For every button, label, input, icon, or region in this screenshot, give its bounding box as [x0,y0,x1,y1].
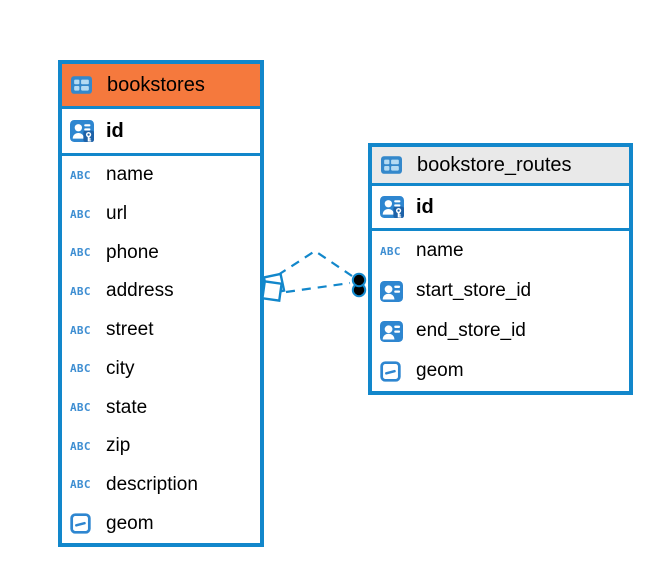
text-type-icon: ABC [70,323,91,337]
table-bookstores-header[interactable]: bookstores [62,64,260,109]
text-type-icon: ABC [70,362,91,376]
column-name: state [106,396,148,418]
table-bookstore-routes[interactable]: bookstore_routes id ABC name start_store… [368,143,633,395]
text-type-icon: ABC [70,207,91,221]
primary-key-icon [70,120,97,142]
table-title: bookstores [107,73,205,96]
column-row-geom[interactable]: geom [62,504,260,543]
column-row-name[interactable]: ABC name [372,231,629,271]
column-list: ABC name start_store_id end_store_id ge [372,231,629,391]
table-icon [71,76,98,94]
geometry-type-icon [380,361,407,382]
geometry-type-icon [70,513,97,534]
column-row-phone[interactable]: ABC phone [62,233,260,272]
table-bookstores[interactable]: bookstores id ABC name ABC url ABC phone… [58,60,264,547]
text-type-icon: ABC [70,439,91,453]
foreign-key-icon [380,321,407,342]
column-row-state[interactable]: ABC state [62,388,260,427]
column-row-id[interactable]: id [372,186,629,231]
table-bookstore-routes-header[interactable]: bookstore_routes [372,147,629,186]
column-name: name [416,240,464,261]
column-name: start_store_id [416,280,532,301]
foreign-key-icon [380,281,407,302]
text-type-icon: ABC [70,168,91,182]
relationship-source-marker[interactable] [261,272,286,302]
column-row-name[interactable]: ABC name [62,156,260,195]
column-row-url[interactable]: ABC url [62,195,260,234]
relationship-line-upper [277,249,353,277]
column-name: street [106,319,154,341]
column-name: city [106,357,135,379]
text-type-icon: ABC [380,244,401,258]
column-row-zip[interactable]: ABC zip [62,427,260,466]
column-name: description [106,473,198,495]
column-name: name [106,164,154,186]
column-name: end_store_id [416,320,526,341]
column-row-id[interactable]: id [62,109,260,156]
relationship-lines[interactable] [277,249,353,294]
column-row-geom[interactable]: geom [372,351,629,391]
text-type-icon: ABC [70,246,91,260]
column-name: phone [106,241,159,263]
table-title: bookstore_routes [417,153,572,176]
column-name: url [106,203,128,225]
relationship-target-dots[interactable] [351,272,367,298]
column-row-description[interactable]: ABC description [62,466,260,505]
text-type-icon: ABC [70,284,91,298]
column-name: id [106,119,124,142]
column-list: ABC name ABC url ABC phone ABC address A… [62,156,260,543]
text-type-icon: ABC [70,478,91,492]
column-row-start-store-id[interactable]: start_store_id [372,271,629,311]
column-name: geom [416,360,464,381]
column-name: zip [106,435,131,457]
column-name: address [106,280,174,302]
column-row-end-store-id[interactable]: end_store_id [372,311,629,351]
column-row-address[interactable]: ABC address [62,272,260,311]
relationship-line-lower [285,281,351,294]
table-icon [381,156,408,174]
primary-key-icon [380,196,407,218]
text-type-icon: ABC [70,401,91,415]
column-row-city[interactable]: ABC city [62,350,260,389]
column-name: geom [106,512,154,534]
column-name: id [416,195,434,218]
column-row-street[interactable]: ABC street [62,311,260,350]
